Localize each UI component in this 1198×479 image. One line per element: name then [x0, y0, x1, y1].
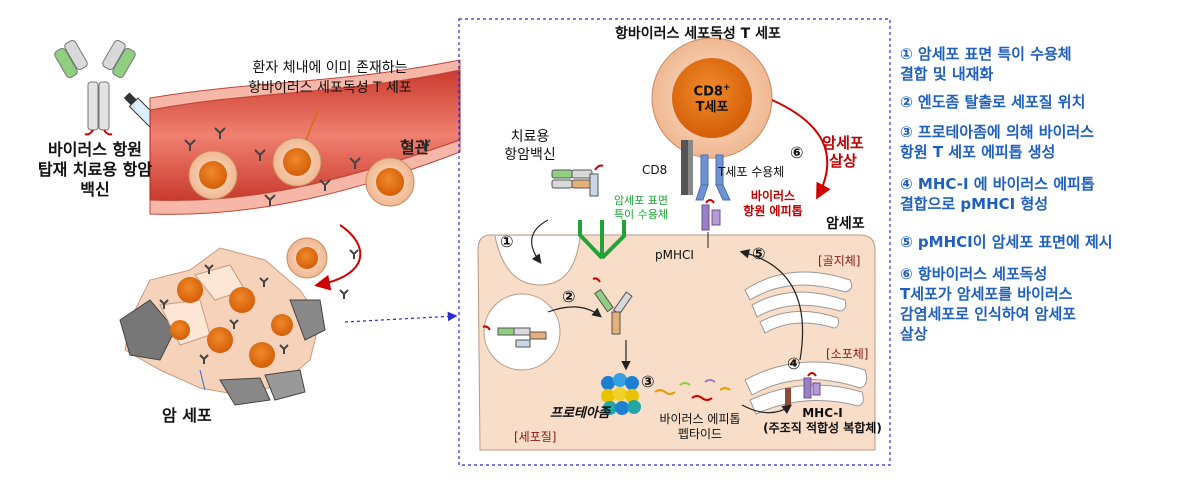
- step-marker-5: ⑤: [752, 244, 766, 263]
- tcr-label: T세포 수용체: [718, 165, 785, 179]
- step-3: ③ 프로테아좀에 의해 바이러스 항원 T 세포 에피톱 생성: [900, 122, 1190, 162]
- pmhci-complex: [701, 199, 721, 231]
- peptide-label-line-1: 바이러스 에피톱: [659, 412, 741, 426]
- step-6-line-2: T세포가 암세포를 바이러스: [900, 285, 1073, 303]
- step-4-line-2: 결합으로 pMHCI 형성: [900, 195, 1049, 213]
- arrow-step5: [739, 249, 804, 361]
- approaching-vaccine: [551, 164, 604, 197]
- proteasome-label: 프로테아좀: [550, 406, 610, 421]
- tcell-name-main: CD8: [693, 84, 723, 100]
- receptor-label: 암세포 표면 특이 수용체: [603, 194, 679, 222]
- kill-label-line-1: 암세포: [822, 134, 864, 152]
- cd8-tcell: [651, 37, 773, 159]
- vaccine-label-line-3: 백신: [80, 180, 110, 199]
- step-6: ⑥ 항바이러스 세포독성 T세포가 암세포를 바이러스 감염세포로 인식하여 암…: [900, 264, 1190, 344]
- step-marker-6: ⑥: [790, 143, 804, 162]
- step-3-line-1: ③ 프로테아좀에 의해 바이러스: [900, 123, 1094, 141]
- mhc-label-line-2: (주조직 적합성 복합체): [763, 421, 882, 435]
- mhc-in-er: [785, 372, 821, 406]
- vaccine-label: 바이러스 항원 탑재 치료용 항암 백신: [30, 140, 160, 200]
- cytoplasm-vaccine: [592, 277, 633, 335]
- tumor-label: 암 세포: [162, 406, 212, 425]
- tcell-name-sup: +: [722, 83, 731, 93]
- center-vaccine-label: 치료용 항암백신: [490, 128, 570, 164]
- epitope-label-line-2: 항원 에피톱: [743, 204, 803, 218]
- center-title: 항바이러스 세포독성 T 세포: [615, 26, 781, 42]
- receptor-label-line-1: 암세포 표면: [613, 194, 669, 207]
- peptide-fragments: [654, 379, 731, 401]
- step-4: ④ MHC-I 에 바이러스 에피톱 결합으로 pMHCI 형성: [900, 174, 1190, 214]
- vaccine-label-line-1: 바이러스 항원: [48, 140, 142, 159]
- center-vaccine-label-line-2: 항암백신: [504, 147, 556, 163]
- cd8-receptor: [681, 140, 693, 195]
- peptide-label: 바이러스 에피톱 펩타이드: [645, 412, 755, 442]
- proteasome: [601, 373, 641, 415]
- step-marker-4: ④: [787, 354, 801, 373]
- mhc-label-line-1: MHC-I: [802, 406, 843, 420]
- epitope-label: 바이러스 항원 에피톱: [728, 189, 818, 219]
- tumor-pointer: [199, 369, 206, 391]
- tcell-pointer-arrow: [305, 109, 319, 141]
- existing-tcell-label: 환자 체내에 이미 존재하는 항바이러스 세포독성 T 세포: [220, 58, 440, 98]
- step-2: ② 엔도좀 탈출로 세포질 위치: [900, 92, 1190, 112]
- arrow-step2: [547, 306, 602, 318]
- center-vaccine-label-line-1: 치료용: [510, 129, 550, 145]
- tumor-mass: [119, 247, 326, 406]
- vessel-vaccine-particles: [184, 127, 431, 206]
- endosome-vaccine: [482, 325, 547, 348]
- er-label: [소포체]: [826, 347, 869, 361]
- step-5-line-1: ⑤ pMHCI이 암세포 표면에 제시: [900, 233, 1113, 251]
- tcell-name: CD8+ T세포: [680, 80, 744, 116]
- existing-tcell-label-line-2: 항바이러스 세포독성 T 세포: [248, 80, 412, 96]
- mhc-label: MHC-I (주조직 적합성 복합체): [755, 406, 890, 436]
- vaccine-antibody-icon: [54, 39, 136, 136]
- epitope-label-line-1: 바이러스: [750, 189, 796, 203]
- arrow-step4: [741, 404, 792, 415]
- zoom-box: [458, 18, 891, 466]
- step-5: ⑤ pMHCI이 암세포 표면에 제시: [900, 232, 1190, 252]
- zoom-connector: [344, 311, 458, 323]
- existing-tcell-label-line-1: 환자 체내에 이미 존재하는: [252, 60, 408, 76]
- step-6-line-3: 감염세포로 인식하여 암세포: [900, 305, 1077, 323]
- tumor-vaccine-particles: [159, 249, 359, 364]
- step-4-line-1: ④ MHC-I 에 바이러스 에피톱: [900, 175, 1095, 193]
- step-3-line-2: 항원 T 세포 에피톱 생성: [900, 143, 1056, 161]
- vaccine-label-line-2: 탑재 치료용 항암: [37, 160, 153, 179]
- tcell-name-sub: T세포: [695, 100, 729, 116]
- pmhci-label: pMHCI: [655, 248, 694, 262]
- step-marker-2: ②: [562, 287, 576, 306]
- vessel-label: 혈관: [400, 138, 430, 157]
- step-1-line-1: ① 암세포 표면 특이 수용체: [900, 45, 1072, 63]
- tcr-receptor: [695, 154, 731, 201]
- vessel-tcell-2: [272, 137, 322, 187]
- step-6-line-4: 살상: [900, 325, 928, 343]
- kill-label: 암세포 살상: [808, 134, 878, 170]
- arrow-step1: [531, 219, 549, 264]
- extravasating-tcell: [286, 237, 328, 279]
- vessel-tcell-3: [365, 157, 415, 207]
- receptor-label-line-2: 특이 수용체: [613, 208, 669, 221]
- kill-label-line-2: 살상: [829, 152, 857, 170]
- peptide-label-line-2: 펩타이드: [677, 427, 723, 441]
- step-marker-1: ①: [500, 232, 514, 251]
- step-marker-3: ③: [641, 372, 655, 391]
- golgi-label: [골지체]: [818, 254, 861, 268]
- cd8-label: CD8: [642, 163, 668, 177]
- extravasation-arrow: [314, 224, 362, 291]
- step-6-line-1: ⑥ 항바이러스 세포독성: [900, 265, 1048, 283]
- step-2-line-1: ② 엔도좀 탈출로 세포질 위치: [900, 93, 1086, 111]
- surface-receptor: [578, 220, 626, 260]
- step-1: ① 암세포 표면 특이 수용체 결합 및 내재화: [900, 44, 1190, 84]
- step-1-line-2: 결합 및 내재화: [900, 65, 994, 83]
- vessel-tcell-1: [188, 150, 238, 200]
- arrow-kill: [771, 99, 831, 200]
- cytoplasm-label: [세포질]: [514, 430, 557, 444]
- cancer-cell-label: 암세포: [826, 216, 865, 232]
